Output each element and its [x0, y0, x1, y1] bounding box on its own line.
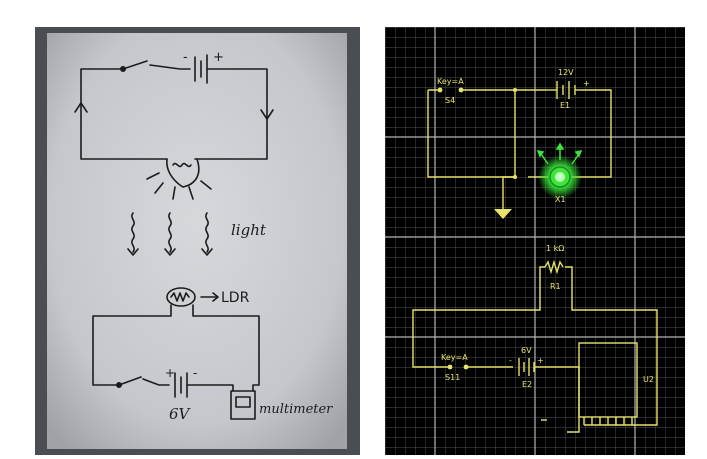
resistor-r1-symbol: [544, 259, 564, 275]
bulb-body: [166, 158, 200, 188]
battery-e2-minus-sign: -: [509, 356, 512, 365]
ground-symbol: [494, 209, 512, 219]
battery-e2-plus-sign: +: [537, 356, 544, 365]
switch-s4-contact-left: [437, 87, 443, 93]
switch-s4-key-label: Key=A: [437, 77, 464, 86]
right-arrow-icon: [260, 109, 274, 120]
lower-circuit-wires: [412, 266, 658, 433]
multimeter-body: [230, 390, 256, 420]
major-grid: [385, 27, 685, 455]
battery-e1-symbol: [545, 81, 581, 99]
top-battery-minus-sign: -: [183, 50, 188, 65]
lamp-x1-name-label: X1: [555, 195, 566, 204]
battery-e2-name-label: E2: [522, 380, 532, 389]
circuit-simulator-screenshot: Key=A S4 12V + E1 X1 1 kΩ R1 Key=A S11 6…: [385, 27, 685, 455]
light-ray: [146, 172, 160, 180]
ldr-label: LDR: [221, 290, 250, 306]
bottom-battery-minus-sign: -: [193, 366, 197, 380]
resistor-r1-value-label: 1 kΩ: [546, 244, 564, 253]
battery-e2-voltage-label: 6V: [521, 346, 532, 355]
resistor-r1-name-label: R1: [550, 282, 561, 291]
switch-s11-contact-left: [447, 364, 453, 370]
top-battery-plus-sign: +: [213, 50, 224, 65]
battery-e2-symbol: [518, 358, 535, 376]
multimeter-label: multimeter: [259, 402, 333, 417]
battery-voltage-label: 6V: [169, 405, 192, 423]
simulator-canvas: Key=A S4 12V + E1 X1 1 kΩ R1 Key=A S11 6…: [385, 27, 685, 455]
switch-s11-key-label: Key=A: [441, 353, 468, 362]
sketch-canvas: - + light LDR + - 6V multimeter: [47, 33, 347, 449]
hand-drawn-sketch-photo: - + light LDR + - 6V multimeter: [35, 27, 360, 455]
switch-s4-contact-right: [458, 87, 464, 93]
switch-s11-contact-right: [463, 364, 469, 370]
top-circuit-wire: [80, 64, 268, 160]
bulb-filament: [172, 162, 192, 168]
bottom-circuit-wire: [92, 304, 260, 392]
lamp-x1: [536, 142, 583, 199]
multimeter-u2: [578, 342, 647, 426]
switch-s4-name-label: S4: [445, 96, 455, 105]
battery-e1-voltage-label: 12V: [558, 68, 574, 77]
junction-node: [513, 88, 517, 92]
multimeter-screen: [235, 396, 251, 408]
top-switch-lever: [122, 60, 148, 70]
paper-sheet: [47, 33, 347, 449]
ldr-symbol: [166, 287, 196, 307]
battery-e1-name-label: E1: [560, 101, 570, 110]
battery-e1-plus-sign: +: [583, 79, 590, 88]
light-label: light: [231, 221, 267, 239]
multimeter-u2-name-label: U2: [643, 375, 654, 384]
bottom-battery-plus-sign: +: [165, 366, 175, 380]
left-arrow-icon: [74, 102, 88, 113]
bottom-switch-lever: [118, 376, 142, 386]
light-wave: [127, 212, 139, 256]
switch-s11-name-label: S11: [445, 373, 460, 382]
